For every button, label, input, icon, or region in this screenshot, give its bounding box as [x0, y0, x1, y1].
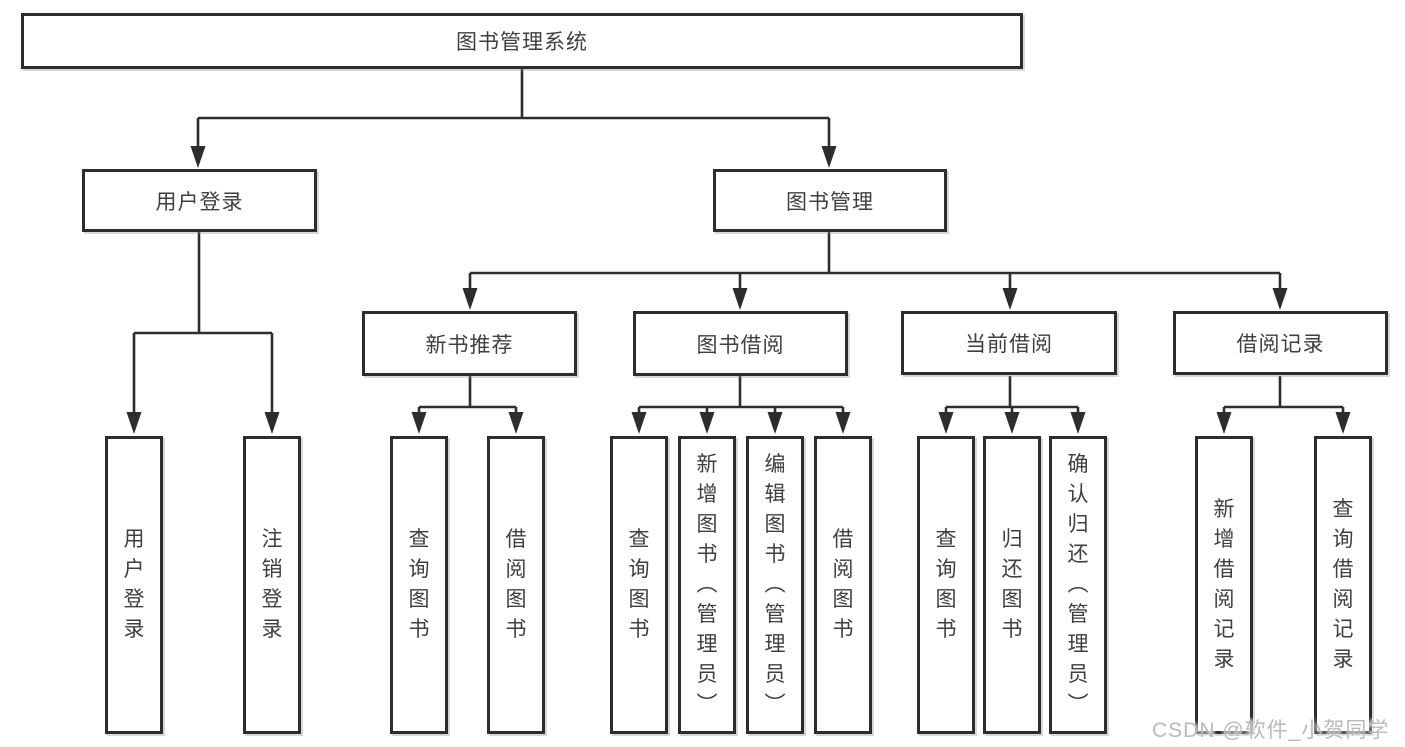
- node-leaf-borrow-books-recommend: 借阅图书: [487, 436, 545, 734]
- node-leaf-logout: 注销登录: [243, 436, 301, 734]
- node-leaf-confirm-return-admin: 确认归还︵管理员︶: [1049, 436, 1107, 734]
- node-leaf-query-borrow-record: 查询借阅记录: [1314, 436, 1372, 734]
- node-book-management-branch: 图书管理: [713, 169, 947, 232]
- node-leaf-add-borrow-record: 新增借阅记录: [1195, 436, 1253, 734]
- node-user-login-branch: 用户登录: [82, 169, 317, 232]
- node-leaf-add-books-admin: 新增图书︵管理员︶: [678, 436, 736, 734]
- node-leaf-query-books-recommend: 查询图书: [390, 436, 448, 734]
- node-leaf-query-books-borrowing: 查询图书: [610, 436, 668, 734]
- node-new-book-recommendation: 新书推荐: [362, 311, 577, 376]
- node-leaf-borrow-books-borrowing: 借阅图书: [814, 436, 872, 734]
- csdn-watermark: CSDN @软件_小贺同学: [1152, 719, 1390, 742]
- node-leaf-user-login: 用户登录: [105, 436, 163, 734]
- node-root-system: 图书管理系统: [21, 13, 1023, 69]
- node-current-borrowing: 当前借阅: [901, 311, 1117, 375]
- node-leaf-query-books-current: 查询图书: [917, 436, 975, 734]
- node-borrowing-records: 借阅记录: [1173, 311, 1388, 375]
- node-leaf-edit-books-admin: 编辑图书︵管理员︶: [746, 436, 804, 734]
- node-leaf-return-books: 归还图书: [983, 436, 1041, 734]
- node-book-borrowing: 图书借阅: [633, 311, 848, 376]
